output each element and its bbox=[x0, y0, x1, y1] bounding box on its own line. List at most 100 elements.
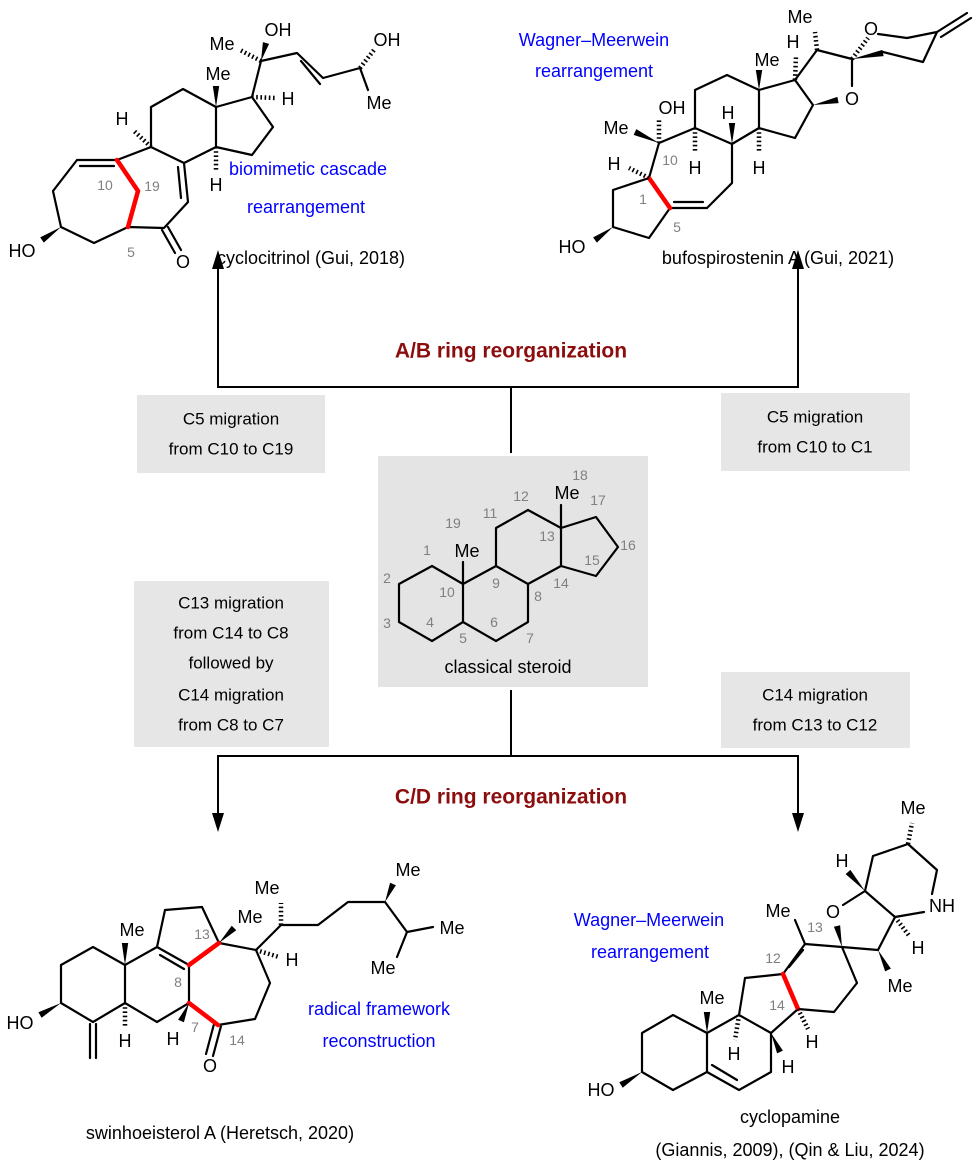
new-bond bbox=[186, 940, 222, 1028]
wedge-bond bbox=[878, 950, 891, 972]
locant-label: 5 bbox=[673, 219, 681, 235]
wedge-bond bbox=[40, 227, 61, 243]
steroid-skeleton bbox=[397, 503, 620, 643]
atom-label: H bbox=[782, 1057, 795, 1077]
locant-label: 17 bbox=[590, 492, 606, 508]
molecule-caption: cyclopamine bbox=[740, 1107, 840, 1127]
locant-label: 12 bbox=[765, 950, 781, 966]
atom-label: H bbox=[167, 1029, 180, 1049]
box-line: C5 migration bbox=[767, 408, 863, 427]
note-line: Wagner–Meerwein bbox=[519, 30, 669, 50]
box-line: C5 migration bbox=[183, 410, 279, 429]
locant-label: 14 bbox=[229, 1032, 245, 1048]
atom-label: O bbox=[176, 252, 190, 272]
note-line: rearrangement bbox=[535, 61, 653, 81]
locant-label: 7 bbox=[526, 630, 534, 646]
locant-label: 6 bbox=[490, 614, 498, 630]
wedge-bond bbox=[219, 925, 237, 943]
locant-label: 11 bbox=[483, 505, 498, 521]
wedge-bond bbox=[633, 129, 659, 143]
atom-label: Me bbox=[370, 958, 395, 978]
locant-label: 1 bbox=[639, 191, 647, 207]
new-bond bbox=[114, 157, 141, 230]
box-bottom-left: C13 migration from C14 to C8 followed by… bbox=[134, 581, 329, 747]
note-line: reconstruction bbox=[322, 1031, 435, 1051]
note-line: radical framework bbox=[308, 999, 451, 1019]
atom-label: H bbox=[728, 1044, 741, 1064]
atom-label: Me bbox=[787, 7, 812, 27]
locant-label: 8 bbox=[174, 974, 182, 990]
locant-label: 3 bbox=[383, 615, 391, 631]
box-background bbox=[134, 581, 329, 747]
atom-label: Me bbox=[900, 798, 925, 818]
box-line: followed by bbox=[188, 654, 274, 673]
locant-label: 10 bbox=[439, 584, 455, 600]
wedge-bond bbox=[852, 49, 884, 59]
hashed-bond bbox=[850, 36, 870, 61]
atom-label: H bbox=[787, 32, 800, 52]
box-line: C13 migration bbox=[178, 594, 284, 613]
locant-label: 10 bbox=[662, 152, 678, 168]
box-background bbox=[721, 393, 910, 471]
atom-label: H bbox=[119, 1031, 132, 1051]
locant-label: 12 bbox=[513, 488, 529, 504]
atom-label: Me bbox=[554, 483, 579, 503]
locant-label: 5 bbox=[459, 630, 467, 646]
locant-label: 8 bbox=[534, 588, 542, 604]
locant-label: 13 bbox=[194, 926, 210, 942]
atom-label: O bbox=[826, 902, 840, 922]
atom-label: OH bbox=[265, 20, 292, 40]
atom-label: H bbox=[286, 950, 299, 970]
atom-label: H bbox=[753, 158, 766, 178]
wedge-bond bbox=[593, 227, 613, 243]
wedge-bond bbox=[813, 96, 839, 105]
wedge-bond bbox=[619, 1072, 642, 1088]
stereo-bonds bbox=[38, 31, 915, 1088]
atom-label: HO bbox=[588, 1080, 615, 1100]
molecule-caption: swinhoeisterol A (Heretsch, 2020) bbox=[86, 1123, 354, 1143]
box-line: C14 migration bbox=[178, 686, 284, 705]
box-line: from C13 to C12 bbox=[753, 716, 878, 735]
hashed-bond bbox=[627, 165, 651, 181]
atom-label: Me bbox=[395, 860, 420, 880]
molecule-caption: bufospirostenin A (Gui, 2021) bbox=[662, 248, 894, 268]
hashed-bond bbox=[792, 55, 799, 81]
atom-label: O bbox=[845, 89, 859, 109]
wedge-bond bbox=[385, 882, 396, 902]
molecule-swinhoeisterol bbox=[59, 900, 435, 1060]
connectors bbox=[212, 250, 804, 832]
hashed-bond bbox=[131, 128, 153, 149]
atom-label: Me bbox=[454, 541, 479, 561]
locant-label: 14 bbox=[769, 997, 785, 1013]
atom-label: H bbox=[608, 154, 621, 174]
hashed-bond bbox=[238, 48, 263, 63]
heading-cd-ring: C/D ring reorganization bbox=[395, 786, 627, 809]
arrowhead-up-left bbox=[212, 250, 224, 269]
wedge-bond bbox=[121, 943, 129, 965]
atom-label: Me bbox=[699, 988, 724, 1008]
wedge-bond bbox=[845, 869, 865, 891]
locant-label: 10 bbox=[97, 177, 113, 193]
locant-label: 18 bbox=[572, 467, 588, 483]
top-connector bbox=[217, 266, 799, 453]
atom-label: O bbox=[203, 1056, 217, 1076]
wedge-bond bbox=[728, 123, 736, 144]
atom-label: O bbox=[864, 19, 878, 39]
atom-label: Me bbox=[205, 64, 230, 84]
atom-label: Me bbox=[254, 878, 279, 898]
wedge-bond bbox=[261, 42, 270, 61]
box-background bbox=[721, 672, 910, 748]
locant-label: 13 bbox=[807, 919, 823, 935]
atom-label: Me bbox=[237, 907, 262, 927]
wedge-bond bbox=[755, 70, 763, 90]
molecule-caption: cyclocitrinol (Gui, 2018) bbox=[217, 248, 405, 268]
atom-label: H bbox=[912, 938, 925, 958]
atom-label: HO bbox=[7, 1013, 34, 1033]
wedge-bond bbox=[212, 86, 220, 107]
hashed-bond bbox=[732, 1014, 742, 1041]
steroid-caption: classical steroid bbox=[444, 657, 571, 677]
atom-label: H bbox=[722, 103, 735, 123]
atom-label: OH bbox=[659, 98, 686, 118]
wedge-bond bbox=[38, 1003, 61, 1018]
